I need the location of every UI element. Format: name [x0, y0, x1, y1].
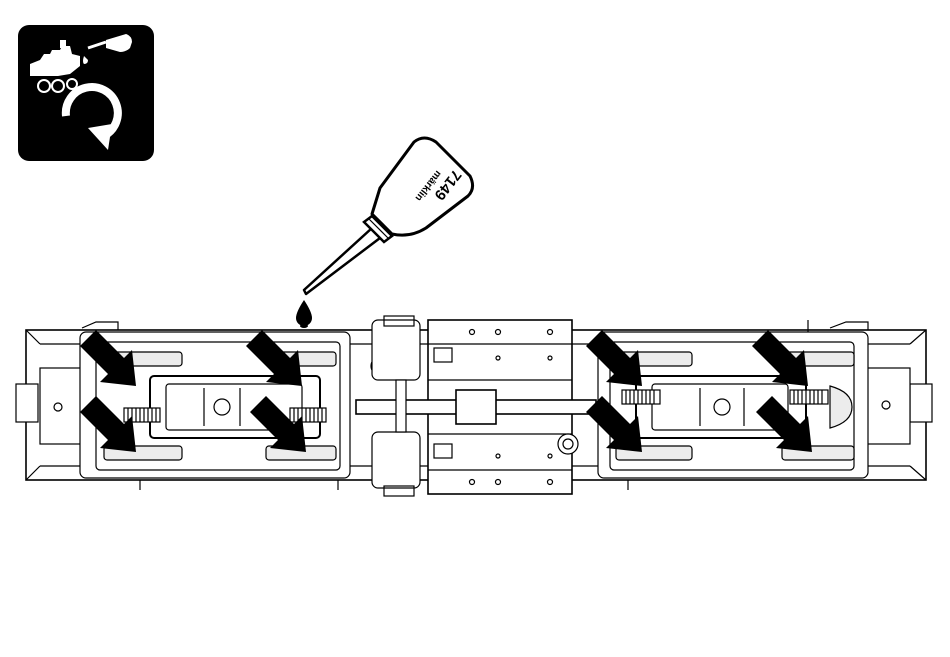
right-bogie — [598, 332, 868, 478]
locomotive-chassis — [16, 316, 932, 496]
left-bogie — [80, 332, 350, 478]
oil-drop-icon — [296, 300, 312, 326]
maintenance-pictogram — [18, 25, 154, 161]
oil-bottle: 7149 märklin — [304, 138, 473, 294]
